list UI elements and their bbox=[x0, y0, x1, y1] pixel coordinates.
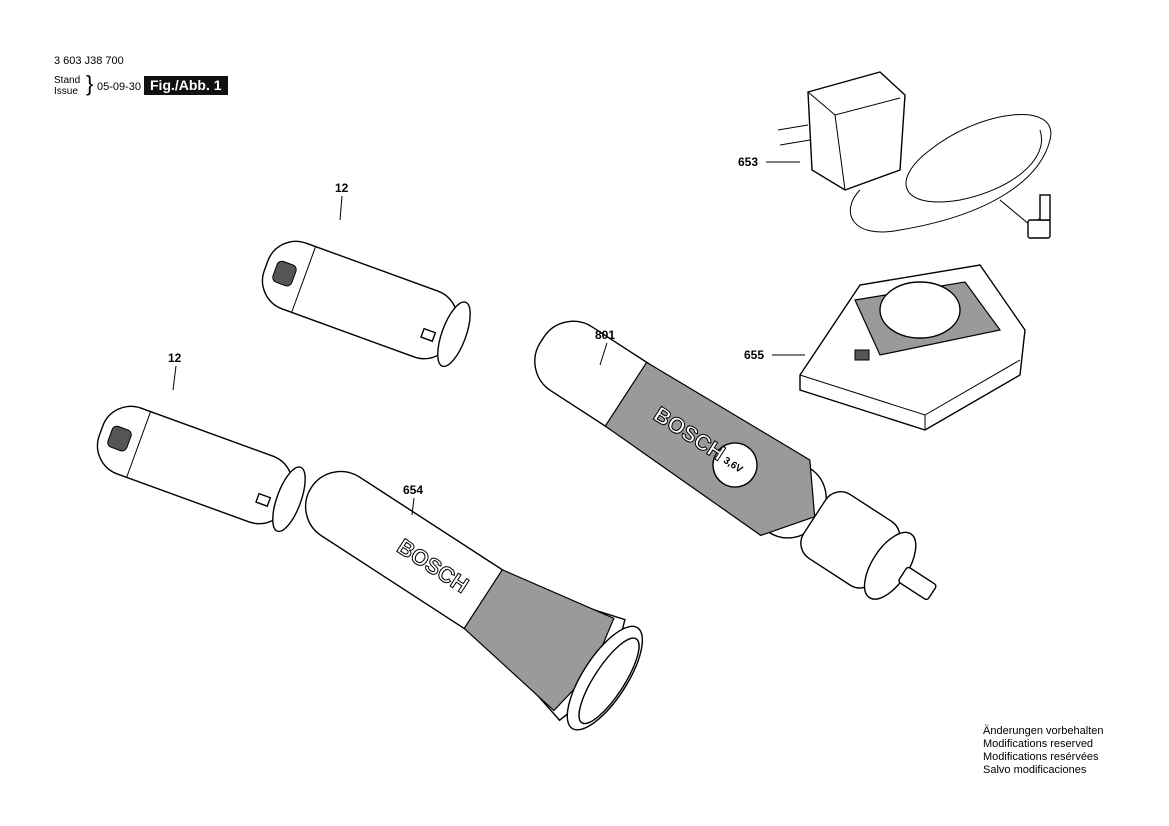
cordless-screwdriver: BOSCH 3,6V bbox=[534, 320, 937, 601]
part-number: 3 603 J38 700 bbox=[54, 55, 124, 67]
issue-label: Issue bbox=[54, 86, 78, 97]
part-label-654: 654 bbox=[403, 483, 423, 497]
screwdriver-handle: BOSCH bbox=[304, 470, 644, 731]
modifications-notice: Änderungen vorbehalten Modifications res… bbox=[983, 725, 1103, 777]
leader-line bbox=[339, 195, 343, 221]
stand-label: Stand bbox=[54, 75, 81, 86]
leader-line bbox=[411, 497, 415, 516]
part-label-801: 801 bbox=[595, 328, 615, 342]
note-fr: Modifications resérvées bbox=[983, 751, 1099, 763]
leader-line bbox=[599, 342, 608, 366]
stand-issue-label: Stand Issue bbox=[54, 75, 80, 97]
battery-pack-top bbox=[261, 240, 471, 368]
note-en: Modifications reserved bbox=[983, 738, 1094, 750]
battery-pack-bottom bbox=[96, 405, 306, 533]
figure-label: Fig./Abb. 1 bbox=[144, 76, 228, 95]
part-label-12-top: 12 bbox=[335, 181, 349, 195]
leader-line bbox=[172, 365, 177, 391]
brace: } bbox=[86, 71, 94, 96]
charger-base bbox=[799, 264, 1026, 431]
part-label-12-bottom: 12 bbox=[168, 351, 182, 365]
issue-date: 05-09-30 bbox=[97, 81, 142, 93]
part-label-655: 655 bbox=[744, 348, 764, 362]
part-label-653: 653 bbox=[738, 155, 758, 169]
note-es: Salvo modificaciones bbox=[983, 764, 1087, 776]
power-adapter bbox=[777, 71, 1052, 239]
note-de: Änderungen vorbehalten bbox=[983, 725, 1104, 737]
